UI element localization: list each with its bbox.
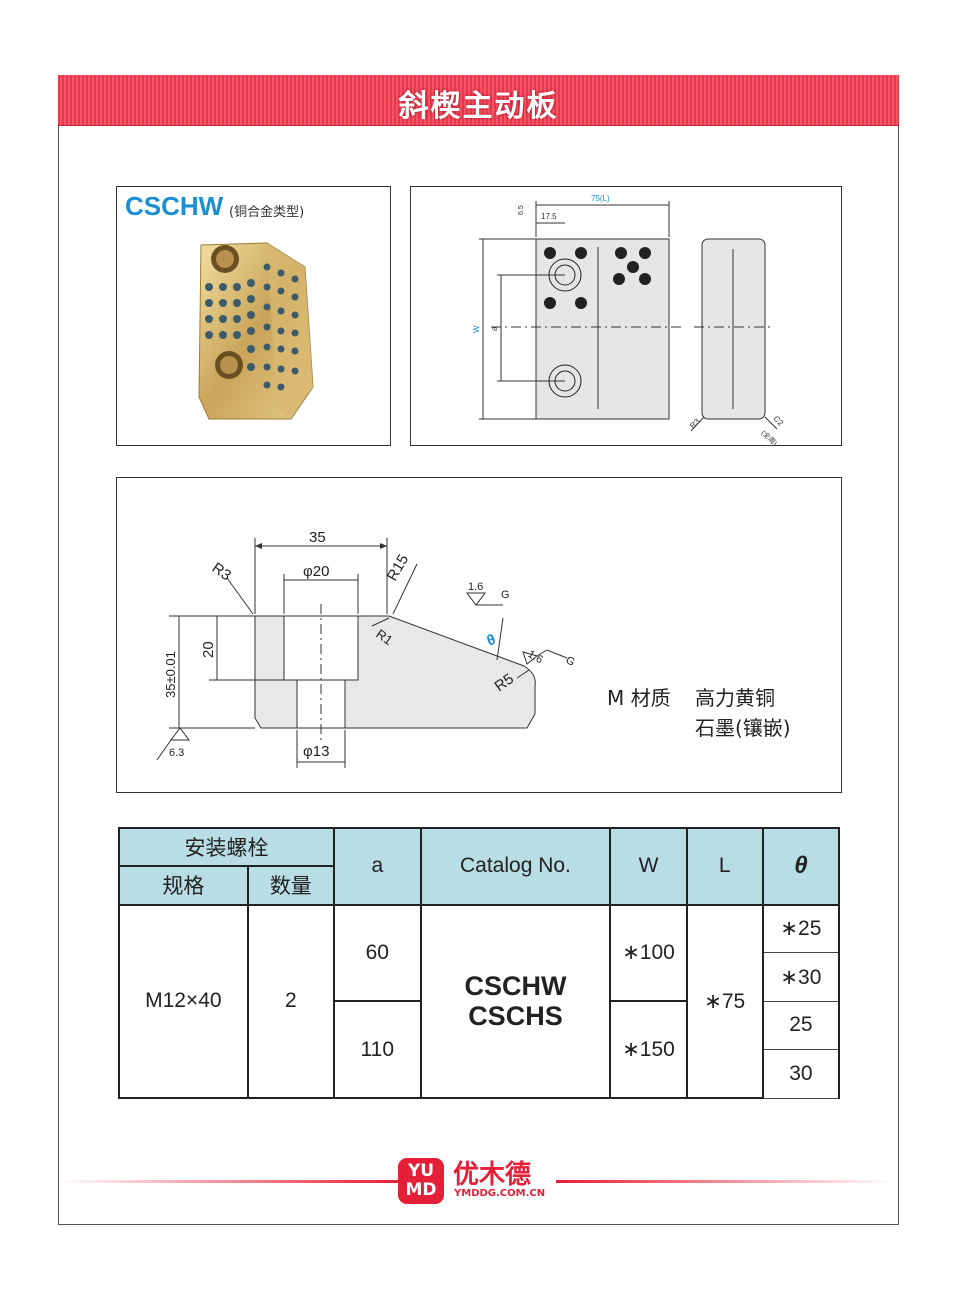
dim-W: W — [472, 325, 481, 333]
cell-theta4: 30 — [761, 1049, 841, 1099]
grind-mark-1: G — [501, 589, 510, 601]
material-label: M 材质 — [607, 686, 671, 710]
cell-a1: 60 — [332, 903, 422, 1003]
table-row: ∗30 — [119, 952, 841, 1002]
footer: YU MD 优木德 YMDDG.COM.CN — [58, 1150, 899, 1212]
product-photo-panel: CSCHW (铜合金类型) — [116, 186, 391, 446]
header-qty: 数量 — [246, 865, 335, 906]
cell-catalog: CSCHW CSCHS — [419, 903, 612, 1100]
dim-6: 6.5 — [518, 205, 525, 215]
spec-table: 安装螺栓 a Catalog No. W L θ 规格 数量 M12×40 2 … — [118, 826, 841, 1100]
dim-phi20: φ20 — [303, 563, 329, 580]
catalog-2: CSCHS — [468, 1001, 563, 1032]
angle-theta: θ — [485, 631, 498, 650]
cell-a2: 110 — [332, 1000, 422, 1099]
roughness-1: 1.6 — [468, 581, 483, 593]
cell-theta2: ∗30 — [761, 952, 841, 1002]
footer-line-left — [58, 1180, 398, 1183]
dim-20: 20 — [200, 641, 217, 658]
brand-url: YMDDG.COM.CN — [454, 1188, 546, 1199]
plan-drawing: 75(L) 17.5 6.5 W a R3 C2 (全周) — [472, 194, 786, 445]
product-image — [198, 242, 314, 420]
page-title: 斜楔主动板 — [398, 89, 559, 124]
model-subtitle: (铜合金类型) — [229, 205, 305, 220]
cell-l: ∗75 — [685, 903, 764, 1100]
logo-bottom: MD — [405, 1180, 437, 1200]
title-banner: 斜楔主动板 — [58, 75, 899, 126]
section-drawing-panel: 35 φ20 φ13 20 35±0.01 R3 R15 R1 R5 θ 1.6… — [116, 477, 842, 793]
table-subheader-row: 规格 数量 — [118, 865, 839, 906]
material-line1: 高力黄铜 — [695, 686, 775, 710]
brand-name: 优木德 — [453, 1160, 532, 1190]
dim-35: 35 — [309, 529, 326, 546]
table-row: M12×40 2 60 CSCHW CSCHS ∗100 ∗75 ∗25 — [118, 903, 841, 1100]
cell-theta1: ∗25 — [761, 904, 841, 954]
dim-L: 75(L) — [591, 194, 610, 203]
dim-phi13: φ13 — [303, 743, 329, 760]
table-row: 110 ∗150 25 — [119, 1000, 841, 1099]
logo-top: YU — [407, 1161, 435, 1181]
header-theta: θ — [761, 827, 841, 906]
graphite-plugs — [205, 263, 299, 391]
table-row: 30 — [119, 1049, 841, 1099]
grind-mark-2: G — [564, 654, 577, 669]
dim-height: 35±0.01 — [163, 651, 178, 698]
cell-w2: ∗150 — [609, 1000, 688, 1099]
roughness-3: 6.3 — [169, 747, 184, 759]
material-line2: 石墨(镶嵌) — [695, 716, 791, 740]
plan-drawing-panel: 75(L) 17.5 6.5 W a R3 C2 (全周) — [410, 186, 842, 446]
table-header-row: 安装螺栓 a Catalog No. W L θ — [118, 826, 841, 906]
header-w: W — [609, 827, 688, 906]
footer-line-right — [556, 1180, 896, 1183]
header-spec: 规格 — [118, 865, 249, 906]
dim-17: 17.5 — [541, 212, 557, 221]
catalog-1: CSCHW — [464, 971, 567, 1002]
header-a: a — [332, 827, 422, 906]
model-name: CSCHW — [125, 191, 224, 221]
chamfer-all-around: (全周) — [760, 428, 780, 445]
header-catalog: Catalog No. — [419, 827, 612, 906]
cell-theta3: 25 — [761, 1000, 841, 1051]
cell-qty: 2 — [246, 903, 335, 1100]
cell-w1: ∗100 — [609, 903, 688, 1003]
radius-r15: R15 — [384, 552, 412, 584]
section-drawing: 35 φ20 φ13 20 35±0.01 R3 R15 R1 R5 θ 1.6… — [156, 529, 577, 768]
brand-logo: YU MD — [398, 1158, 444, 1204]
radius-r3: R3 — [209, 559, 234, 584]
header-bolt: 安装螺栓 — [118, 826, 335, 868]
radius-r3: R3 — [688, 416, 702, 430]
cell-spec: M12×40 — [118, 903, 249, 1100]
roughness-2: 1.6 — [526, 648, 545, 666]
header-l: L — [685, 827, 764, 906]
dim-a: a — [490, 326, 499, 331]
